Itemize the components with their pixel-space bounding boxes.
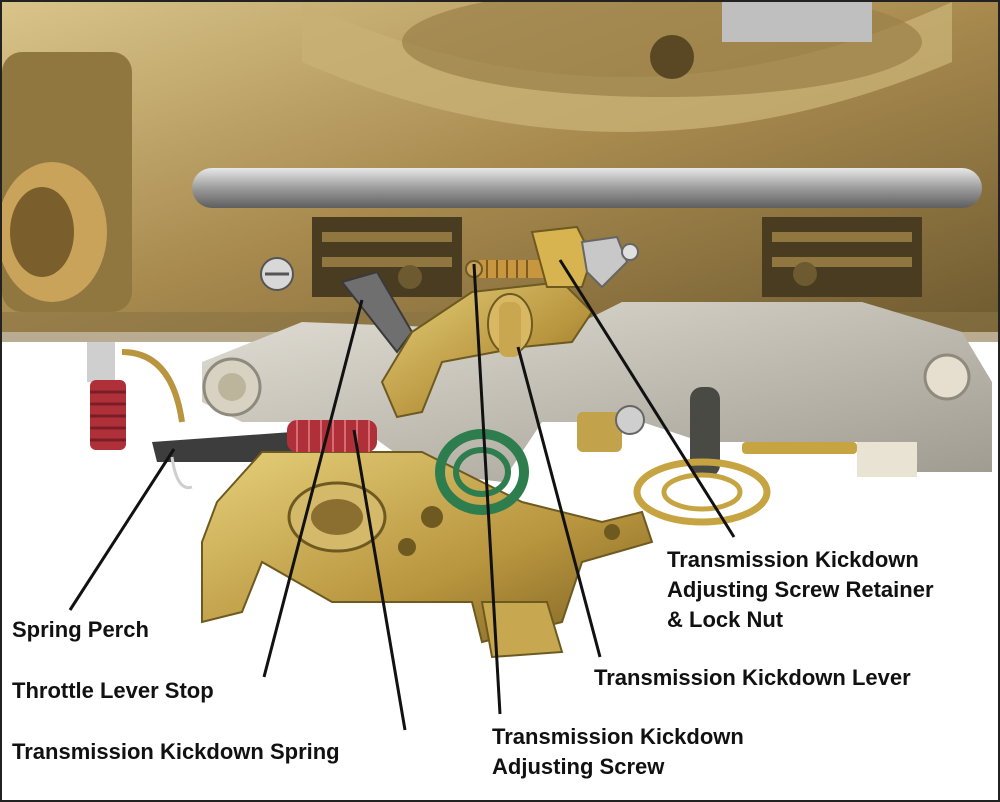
callout-line-kickdown-spring <box>352 429 407 731</box>
adjusting-screw-part <box>465 260 557 278</box>
throttle-lever-plate <box>201 451 654 659</box>
callout-line-throttle-lever-stop <box>262 299 364 678</box>
throttle-shaft-rod <box>192 168 982 208</box>
label-retainer-line3: & Lock Nut <box>667 607 784 632</box>
callout-line-retainer-lock-nut <box>558 259 736 538</box>
right-linkage <box>577 387 857 526</box>
callout-line-adjusting-screw <box>472 263 502 715</box>
label-adjusting-screw: Transmission Kickdown Adjusting Screw <box>492 722 744 782</box>
callout-line-spring-perch <box>68 448 176 611</box>
label-spring-perch: Spring Perch <box>12 617 149 642</box>
label-retainer-lock-nut: Transmission Kickdown Adjusting Screw Re… <box>667 545 934 635</box>
kickdown-lever-part <box>380 280 594 419</box>
return-spring-part <box>435 429 529 515</box>
label-kickdown-lever: Transmission Kickdown Lever <box>594 665 911 690</box>
retainer-lock-nut-part <box>530 225 639 289</box>
kickdown-spring-part <box>287 420 377 452</box>
label-retainer-line1: Transmission Kickdown <box>667 547 919 572</box>
callout-lines <box>68 259 736 731</box>
label-adjusting-screw-line1: Transmission Kickdown <box>492 724 744 749</box>
callout-line-kickdown-lever <box>516 346 602 658</box>
label-kickdown-spring: Transmission Kickdown Spring <box>12 739 340 764</box>
label-retainer-line2: Adjusting Screw Retainer <box>667 577 934 602</box>
label-adjusting-screw-line2: Adjusting Screw <box>492 754 665 779</box>
label-throttle-lever-stop: Throttle Lever Stop <box>12 678 214 703</box>
